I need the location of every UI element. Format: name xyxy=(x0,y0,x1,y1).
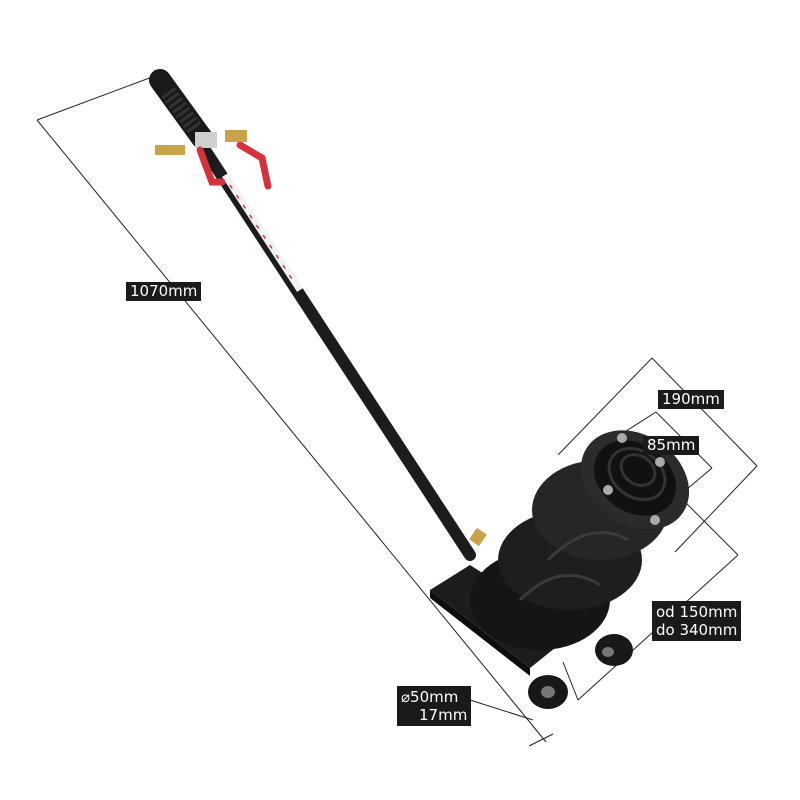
base-dimension-left xyxy=(557,357,653,456)
height-dimension-tick-bottom xyxy=(528,733,554,747)
wheel-pointer-line xyxy=(469,699,534,721)
wheel-diameter: ⌀50mm xyxy=(401,688,459,706)
bolt xyxy=(603,485,613,495)
brass-connector-right xyxy=(225,130,247,142)
bolt xyxy=(650,515,660,525)
rear-wheel xyxy=(595,634,633,666)
height-dimension-line xyxy=(36,119,547,743)
dimension-lines xyxy=(36,76,758,747)
valve-body xyxy=(195,132,217,148)
bolt xyxy=(655,457,665,467)
base-diameter-label: 190mm xyxy=(658,390,724,409)
wheel-width: 17mm xyxy=(419,706,468,724)
range-dimension-upper xyxy=(682,499,739,556)
bolt xyxy=(617,433,627,443)
lift-range-max: do 340mm xyxy=(656,621,738,639)
height-dimension-label: 1070mm xyxy=(126,282,202,301)
rear-wheel-hub xyxy=(602,647,614,657)
rubber-grip xyxy=(149,69,213,149)
handle-shaft xyxy=(199,144,487,561)
height-dimension-tick-top xyxy=(36,76,153,121)
base-dimension-right xyxy=(674,465,758,553)
red-valve-lever-left xyxy=(196,146,226,186)
lift-range-label: od 150mm do 340mm xyxy=(652,601,742,641)
brass-connector-left xyxy=(155,145,185,155)
range-dimension-lower xyxy=(562,661,579,701)
air-inlet-fitting xyxy=(469,527,487,547)
red-valve-lever-right xyxy=(236,141,272,190)
saddle-diameter-label: 85mm xyxy=(643,436,700,455)
wheels xyxy=(528,634,633,709)
wheel-dimension-label: ⌀50mm 17mm xyxy=(397,686,472,726)
lift-range-min: od 150mm xyxy=(656,603,738,621)
base-dimension-top xyxy=(651,357,758,467)
front-wheel-hub xyxy=(541,686,555,698)
handle-top xyxy=(149,69,272,190)
air-bellows xyxy=(470,460,668,650)
saddle-plate xyxy=(580,430,690,530)
